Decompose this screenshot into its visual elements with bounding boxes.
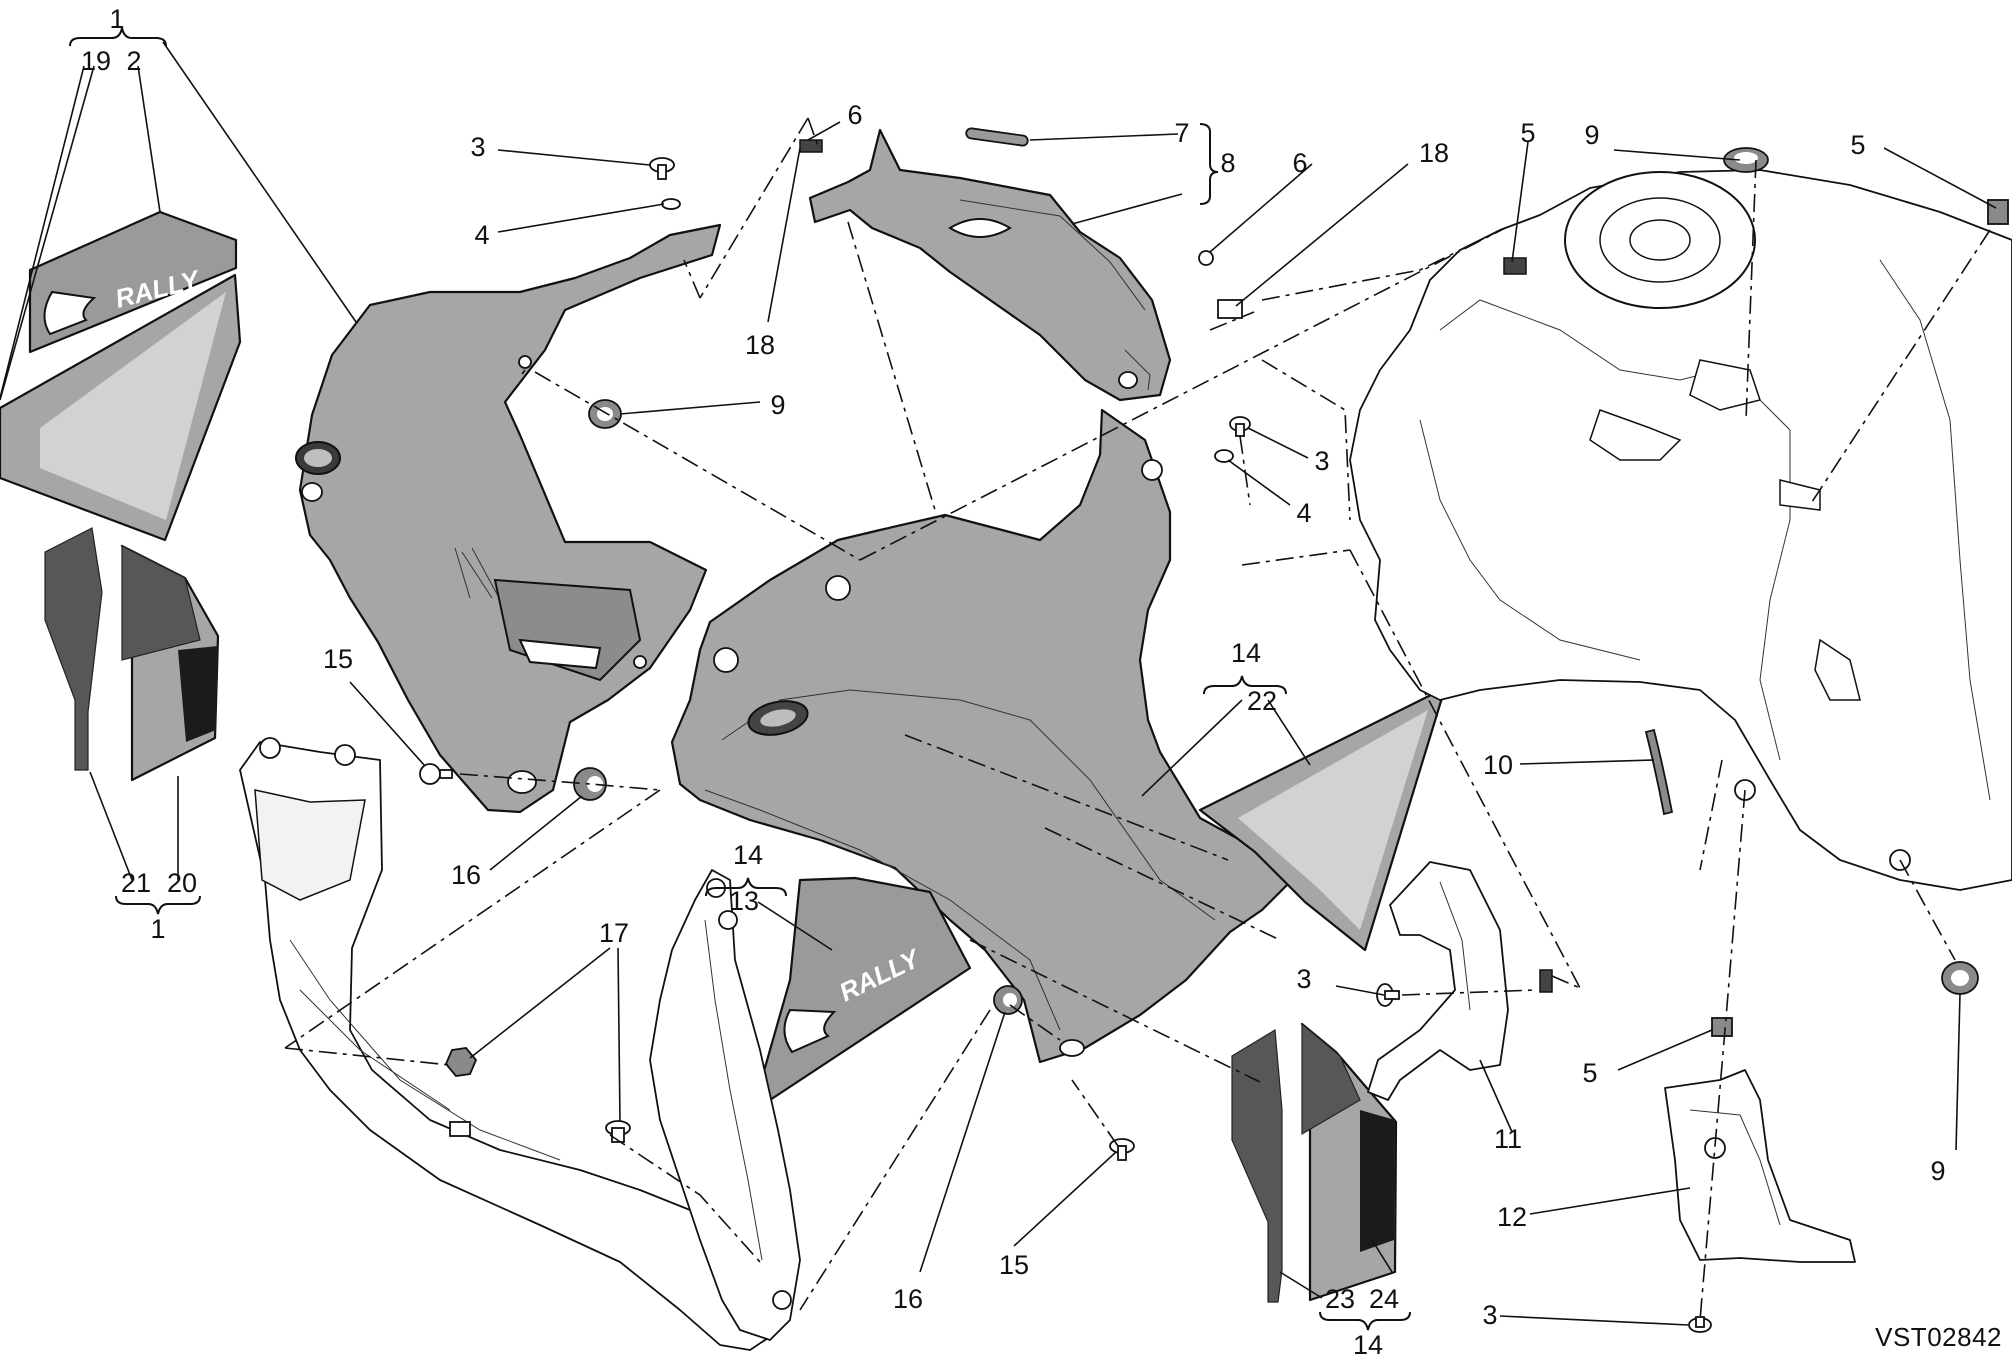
screw-3-d-icon [1688, 1316, 1712, 1333]
washer-4-b-icon [1214, 449, 1234, 463]
clip-nut-5-b-icon [1987, 199, 2009, 225]
washer-4-a-icon [661, 198, 681, 210]
fuel-tank [1349, 169, 2012, 891]
fastener-15-a-icon [419, 763, 453, 785]
callout-16-a: 16 [451, 860, 481, 890]
braces [69, 27, 1411, 1331]
callout-17: 17 [599, 918, 629, 948]
callout-9-b: 9 [770, 390, 785, 420]
callout-18-b: 18 [1419, 138, 1449, 168]
callout-6-b: 6 [1292, 148, 1307, 178]
callout-18-a: 18 [745, 330, 775, 360]
screw-3-c-icon [1376, 983, 1400, 1007]
center-lower-shroud [649, 869, 801, 1341]
callout-3-a: 3 [470, 132, 485, 162]
callout-9-c: 9 [1930, 1156, 1945, 1186]
callout-15-b: 15 [999, 1250, 1029, 1280]
clip-6-a-icon [799, 139, 823, 153]
center-side-fairing [670, 408, 1298, 1064]
callout-19: 19 [81, 46, 111, 76]
callout-23: 23 [1325, 1284, 1355, 1314]
clip-18-icon [1217, 299, 1243, 319]
decal-24 [1300, 1022, 1398, 1302]
decal-2-rally: RALLY [28, 210, 238, 354]
strip-10-icon [1644, 728, 1674, 816]
decal-23 [1231, 1028, 1283, 1303]
grommet-16-a-icon [573, 767, 607, 801]
callout-11: 11 [1494, 1124, 1522, 1154]
assembly-lines [284, 117, 1991, 1321]
callout-4-b: 4 [1296, 498, 1311, 528]
callout-24: 24 [1369, 1284, 1399, 1314]
decal-22 [1198, 686, 1447, 952]
clip-nut-5-c-icon [1711, 1017, 1733, 1037]
decal-20 [120, 544, 220, 782]
callout-4-a: 4 [474, 220, 489, 250]
lower-panel-12 [1664, 1069, 1856, 1263]
callout-3-d: 3 [1482, 1300, 1497, 1330]
screw-6-b-icon [1198, 250, 1214, 266]
grommet-9-b-icon [1723, 147, 1769, 173]
spacer-17-icon [605, 1120, 631, 1143]
callout-5-c: 5 [1582, 1058, 1597, 1088]
callout-14-b: 14 [733, 840, 763, 870]
decal-21 [44, 527, 103, 771]
screw-3-a-icon [649, 157, 675, 180]
callout-5-a: 5 [1520, 118, 1535, 148]
callout-3-b: 3 [1314, 446, 1329, 476]
callout-1-bottom: 1 [150, 914, 165, 944]
callout-7: 7 [1174, 118, 1189, 148]
leader-lines [0, 41, 1997, 1326]
callout-21: 21 [121, 868, 151, 898]
callout-labels: 1 19 2 3 4 6 18 7 8 6 18 5 9 5 9 3 4 15 … [81, 4, 1946, 1360]
strip-7 [965, 127, 1029, 147]
callout-10: 10 [1483, 750, 1513, 780]
clip-nut-5-a-icon [1503, 257, 1527, 275]
callout-22: 22 [1247, 686, 1277, 716]
grommet-9-a-icon [588, 399, 622, 429]
callout-13: 13 [729, 886, 759, 916]
callout-16-b: 16 [893, 1284, 923, 1314]
callout-5-b: 5 [1850, 130, 1865, 160]
callout-3-c: 3 [1296, 964, 1311, 994]
decal-13-rally: RALLY [756, 876, 972, 1102]
drawing-code: VST02842 [1875, 1322, 2002, 1352]
small-duct-11 [1367, 861, 1509, 1101]
decal-19 [0, 273, 242, 542]
left-upper-fairing [295, 223, 722, 814]
callout-2: 2 [126, 46, 141, 76]
callout-14-c: 14 [1353, 1330, 1383, 1360]
callout-20: 20 [167, 868, 197, 898]
clip-5-d-icon [1539, 969, 1553, 993]
callout-1-top: 1 [109, 4, 124, 34]
fastener-15-b-icon [1109, 1138, 1135, 1161]
grommet-9-c-icon [1941, 961, 1979, 995]
callout-6-a: 6 [847, 100, 862, 130]
callout-12: 12 [1497, 1202, 1527, 1232]
callout-8: 8 [1220, 148, 1235, 178]
nut-17-icon [444, 1047, 478, 1077]
callout-9-a: 9 [1584, 120, 1599, 150]
grommet-16-b-icon [993, 985, 1023, 1015]
callout-15-a: 15 [323, 644, 353, 674]
callout-14-a: 14 [1231, 638, 1261, 668]
screw-3-b-icon [1229, 416, 1251, 437]
upper-air-duct [808, 128, 1172, 402]
